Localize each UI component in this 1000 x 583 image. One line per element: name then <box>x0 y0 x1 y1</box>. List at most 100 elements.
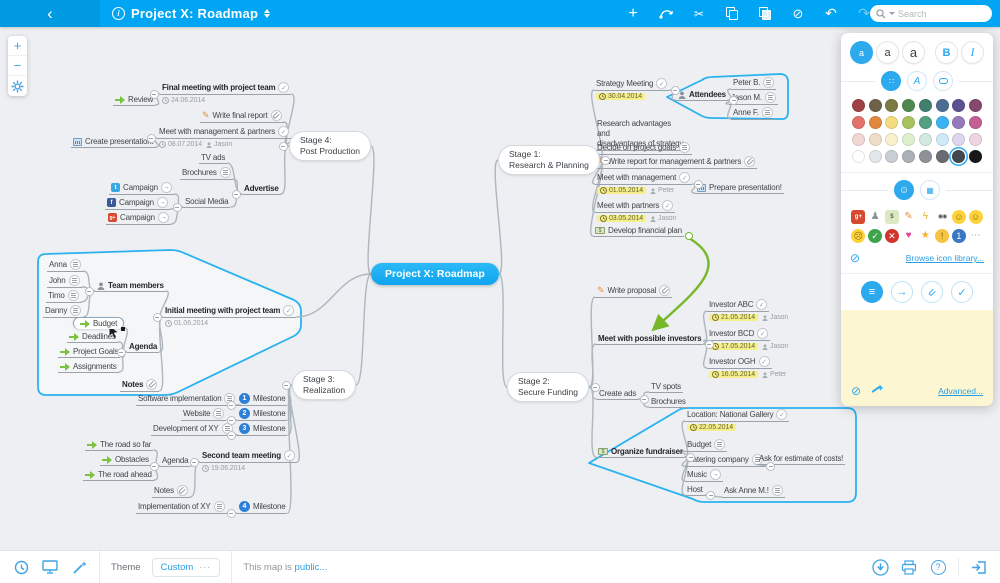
color-swatch[interactable] <box>851 116 865 129</box>
search-scope-caret[interactable] <box>889 12 895 15</box>
color-swatch[interactable] <box>969 133 983 146</box>
help-button[interactable]: ? <box>929 558 947 576</box>
map-node-initmeet[interactable]: Initial meeting with project team✓01.06.… <box>163 305 297 327</box>
map-node-music[interactable]: Music→ <box>685 469 723 482</box>
tab-emoji-icons[interactable]: ☺ <box>894 180 914 200</box>
title-caret-icon[interactable] <box>264 9 271 18</box>
color-swatch[interactable] <box>935 99 949 112</box>
heart-icon[interactable]: ♥ <box>905 230 912 241</box>
map-node-peterb[interactable]: Peter B. <box>731 77 777 90</box>
note-wand-icon[interactable]: ✚ <box>870 384 883 398</box>
map-node-preppres[interactable]: Prepare presentation! <box>695 183 784 194</box>
cut-button[interactable]: ✂ <box>693 6 705 21</box>
map-node-implxy[interactable]: Implementation of XY <box>136 501 227 514</box>
star-icon[interactable]: ★ <box>920 230 930 241</box>
check-icon[interactable]: ✓ <box>868 229 883 243</box>
tab-fill-color[interactable]: ∷ <box>881 71 901 91</box>
collapse-toggle[interactable] <box>172 202 182 212</box>
color-swatch[interactable] <box>868 99 882 112</box>
attachment-button[interactable] <box>921 281 943 303</box>
history-button[interactable] <box>12 558 30 576</box>
color-swatch[interactable] <box>902 150 916 163</box>
smiley-grin-icon[interactable]: ☺ <box>968 210 983 224</box>
map-node-s3[interactable]: Stage 3: Realization <box>292 370 357 401</box>
collapse-toggle[interactable] <box>601 155 611 165</box>
map-node-advertise[interactable]: Advertise <box>242 184 281 195</box>
color-swatch[interactable] <box>851 133 865 146</box>
money-icon[interactable]: $ <box>884 210 899 224</box>
map-node-s4[interactable]: Stage 4: Post Production <box>289 131 372 162</box>
map-node-budget2[interactable]: Budget <box>685 439 728 452</box>
color-swatch[interactable] <box>885 116 899 129</box>
map-node-brochures2[interactable]: Brochures <box>649 397 688 408</box>
note-area[interactable]: ⊘ ✚ Advanced... <box>841 310 993 406</box>
clear-note-button[interactable]: ⊘ <box>851 384 862 398</box>
collapse-toggle[interactable] <box>152 312 162 322</box>
connect-topics-button[interactable] <box>658 6 674 22</box>
map-node-location[interactable]: Location: National Gallery✓22.05.2014 <box>685 409 790 431</box>
color-swatch[interactable] <box>969 99 983 112</box>
font-small-button[interactable]: a <box>850 41 873 64</box>
exit-button[interactable] <box>970 558 988 576</box>
map-node-strategy[interactable]: Strategy Meeting✓30.04.2014 <box>594 78 670 100</box>
map-node-timo[interactable]: Timo <box>46 290 81 303</box>
presentation-button[interactable] <box>41 558 59 576</box>
collapse-toggle[interactable] <box>226 508 236 518</box>
map-node-askest[interactable]: Ask for estimate of costs! <box>757 454 846 465</box>
back-button[interactable]: ‹ <box>0 0 100 27</box>
collapse-toggle[interactable] <box>766 461 776 471</box>
map-node-askanne[interactable]: Ask Anne M.! <box>722 485 785 498</box>
more-icons-icon[interactable]: ⋯ <box>970 230 981 241</box>
map-node-writeproposal[interactable]: ✎Write proposal <box>595 285 673 298</box>
copy-button[interactable] <box>724 6 740 22</box>
color-swatch[interactable] <box>918 116 932 129</box>
map-node-root[interactable]: Project X: Roadmap <box>371 263 499 285</box>
map-node-agenda2[interactable]: Agenda <box>160 456 191 467</box>
map-title[interactable]: Project X: Roadmap <box>131 6 259 21</box>
redo-button[interactable]: ↷ <box>858 5 870 21</box>
map-node-brochures[interactable]: Brochures <box>180 167 233 180</box>
map-node-jasonm[interactable]: Jason M. <box>729 92 778 105</box>
paste-button[interactable] <box>757 6 773 22</box>
color-swatch[interactable] <box>868 133 882 146</box>
map-node-s2[interactable]: Stage 2: Secure Funding <box>507 372 590 403</box>
color-swatch[interactable] <box>885 133 899 146</box>
map-node-roadahead[interactable]: The road ahead <box>83 470 154 481</box>
map-node-research[interactable]: Research advantages and disadvantages of… <box>595 119 687 151</box>
person-icon[interactable]: ♟ <box>870 211 880 222</box>
map-node-review[interactable]: Review <box>113 95 156 106</box>
print-button[interactable] <box>900 558 918 576</box>
color-swatch[interactable] <box>935 150 949 163</box>
map-node-createpres[interactable]: Create presentation! <box>71 137 156 148</box>
map-node-devfin[interactable]: $Develop financial plan <box>593 226 684 237</box>
cross-icon[interactable]: ✕ <box>884 229 899 243</box>
map-node-secondmeet[interactable]: Second team meeting✓19.06.2014 <box>200 450 297 472</box>
color-swatch[interactable] <box>935 116 949 129</box>
color-swatch[interactable] <box>902 99 916 112</box>
color-swatch[interactable] <box>935 133 949 146</box>
color-swatch[interactable] <box>918 150 932 163</box>
collapse-toggle[interactable] <box>226 430 236 440</box>
pencil-icon[interactable]: ✎ <box>904 211 913 222</box>
collapse-toggle[interactable] <box>149 89 159 99</box>
map-node-roadsofar[interactable]: The road so far <box>85 440 154 451</box>
map-node-socialmedia[interactable]: Social Media <box>183 197 231 208</box>
undo-button[interactable]: ↶ <box>825 5 837 21</box>
relationship-start-dot[interactable] <box>684 232 693 240</box>
add-topic-button[interactable]: + <box>628 4 638 22</box>
color-swatch[interactable] <box>952 99 966 112</box>
search-box[interactable] <box>870 5 992 22</box>
lightning-icon[interactable]: ϟ <box>922 211 929 222</box>
color-swatch[interactable] <box>952 133 966 146</box>
color-swatch[interactable] <box>868 116 882 129</box>
priority-1-icon[interactable]: 1 <box>951 229 966 243</box>
tab-image-icons[interactable]: ▦ <box>920 180 940 200</box>
collapse-toggle[interactable] <box>146 133 156 143</box>
download-button[interactable] <box>871 558 889 576</box>
